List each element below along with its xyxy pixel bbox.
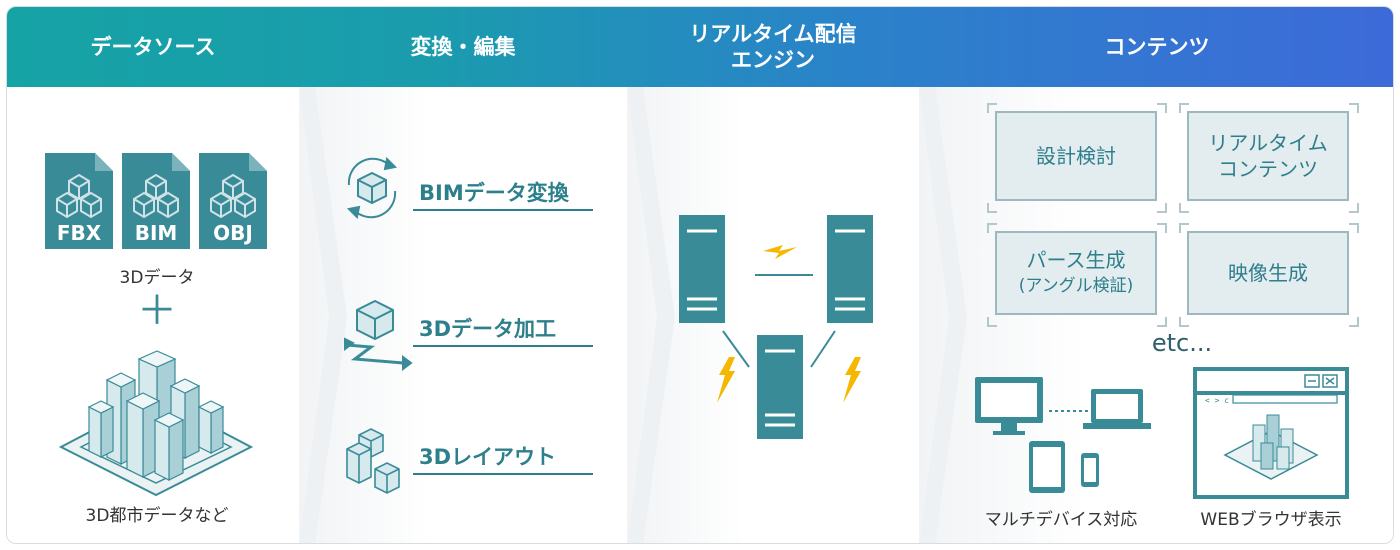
content-box-realtime-line1: リアルタイム [1208,131,1328,155]
content-box-design: 設計検討 [995,111,1157,201]
corner-mark [1349,223,1359,233]
header-engine-line1: リアルタイム配信 [689,22,857,46]
step-line-data-processing [413,345,593,347]
content-box-realtime-line2: コンテンツ [1218,157,1318,181]
corner-mark [987,203,997,213]
corner-mark [1179,317,1189,327]
city-model-icon [58,350,254,497]
header-data-source: データソース [90,35,216,59]
svg-text:< > c: < > c [1205,396,1229,405]
data-processing-icon [344,299,413,371]
header-convert-edit: 変換・編集 [410,35,516,59]
multidevice-caption: マルチデバイス対応 [984,510,1138,530]
file-icon-bim [122,153,190,249]
corner-mark [1179,203,1189,213]
corner-mark [1349,103,1359,113]
web-caption: WEBブラウザ表示 [1200,510,1342,530]
multidevice-icon [975,377,1151,493]
corner-mark [987,223,997,233]
corner-mark [1157,103,1167,113]
plus-sign: ＋ [137,288,177,334]
step-label-data-processing: 3Dデータ加工 [419,317,557,341]
header-contents: コンテンツ [1104,35,1210,59]
step-label-bim-convert: BIMデータ変換 [419,181,569,205]
city-caption: 3D都市データなど [85,506,229,526]
corner-mark [1349,317,1359,327]
content-box-video: 映像生成 [1187,231,1349,315]
step-label-layout: 3Dレイアウト [419,445,557,469]
bim-convert-icon [346,156,398,220]
file-label-fbx: FBX [56,221,102,245]
content-box-perspective: パース生成 (アングル検証) [995,231,1157,315]
file-icon-fbx [45,153,113,249]
file-icon-obj [199,153,267,249]
etc-text: etc... [1151,329,1213,357]
header-bar [7,7,1393,87]
corner-mark [1157,317,1167,327]
corner-mark [1157,223,1167,233]
content-box-perspective-sub: (アングル検証) [1018,276,1134,296]
file-label-bim: BIM [134,221,178,245]
server-network-icon [679,215,873,439]
content-box-perspective-label: パース生成 [1026,248,1126,272]
web-browser-icon: < > c [1193,367,1349,499]
header-engine: リアルタイム配信 エンジン [627,7,919,87]
files-caption: 3Dデータ [119,268,195,288]
chevron-arrow-1 [299,87,967,543]
diagram-frame: データソース 変換・編集 リアルタイム配信 エンジン コンテンツ FB [6,6,1394,544]
content-box-video-label: 映像生成 [1228,261,1308,285]
content-box-realtime: リアルタイム コンテンツ [1187,111,1349,201]
layout-icon [346,428,400,494]
file-label-obj: OBJ [213,221,253,245]
step-line-layout [413,473,593,475]
corner-mark [1157,203,1167,213]
content-box-design-label: 設計検討 [1036,144,1116,168]
corner-mark [1179,223,1189,233]
corner-mark [987,103,997,113]
header-engine-line2: エンジン [731,48,815,72]
step-line-bim-convert [413,209,593,211]
corner-mark [1349,203,1359,213]
corner-mark [987,317,997,327]
corner-mark [1179,103,1189,113]
